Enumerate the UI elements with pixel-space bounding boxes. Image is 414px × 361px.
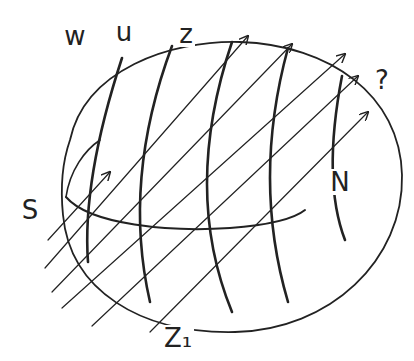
pole-label: S xyxy=(20,197,41,223)
axis-label: Z₁ xyxy=(162,325,194,351)
field-lines xyxy=(45,36,368,332)
meridians xyxy=(87,42,345,312)
sphere-outline xyxy=(62,42,402,332)
equator xyxy=(66,197,305,229)
axis-label: ? xyxy=(373,67,391,93)
axis-label: u xyxy=(114,19,134,45)
axis-label: z xyxy=(177,21,195,47)
pole-label: N xyxy=(328,169,351,195)
axis-label: w xyxy=(62,23,87,49)
